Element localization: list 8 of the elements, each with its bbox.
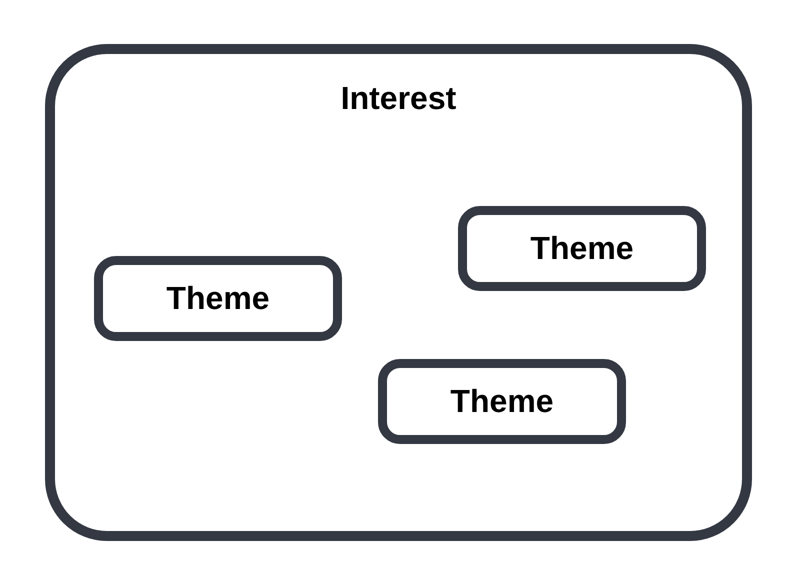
node-label: Theme [166,280,270,317]
theme-box [458,206,706,291]
node-label: Theme [450,383,554,420]
node-label: Theme [530,230,634,267]
theme-box [94,256,342,341]
theme-box [378,359,626,444]
group-title: Interest [340,80,458,117]
container-box [45,44,752,541]
